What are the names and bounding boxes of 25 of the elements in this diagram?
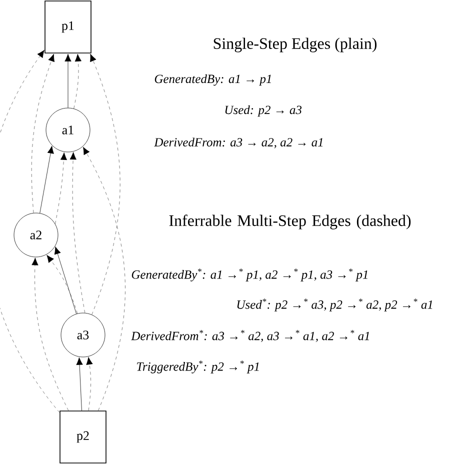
process-box: p1: [44, 0, 92, 54]
heading: Inferrable Multi-Step Edges (dashed): [169, 214, 411, 230]
arrow: [90, 54, 120, 315]
arrow: [55, 152, 68, 224]
process-box: p2: [60, 410, 106, 464]
relation-text: Used: p2 → a3: [225, 105, 302, 117]
arrow: [74, 54, 82, 109]
arrow: [40, 146, 54, 214]
arrow: [54, 246, 77, 314]
relation-text: TriggeredBy$^{*}$: p2 →$^{*}$ p1: [137, 360, 259, 374]
relation-text: GeneratedBy$^{*}$: a1 →$^{*}$ p1, a2 →$^{*}$ p1, a3 →$^{*}$ p1: [132, 268, 368, 282]
relation-text: GeneratedBy: a1 → p1: [154, 74, 271, 86]
relation-text: DerivedFrom: a3 → a2, a2 → a1: [154, 138, 322, 148]
arrow: [70, 152, 86, 314]
arrow: [32, 258, 69, 411]
arrow: [46, 254, 78, 314]
relation-text: Used$^{*}$: p2 →$^{*}$ a3, p2 →$^{*}$ a2, p2 →$^{*}$ a1: [237, 298, 432, 312]
arrow: [0, 50, 60, 413]
arrow: [31, 54, 55, 214]
arrow: [64, 54, 72, 108]
arrow: [86, 357, 93, 411]
relation-text: DerivedFrom$^{*}$: a3 →$^{*}$ a2, a3 →$^{*}$ a1, a2 →$^{*}$ a1: [131, 330, 369, 342]
arrow: [83, 146, 126, 411]
heading: Single-Step Edges (plain): [214, 38, 377, 52]
arrow: [76, 357, 83, 411]
